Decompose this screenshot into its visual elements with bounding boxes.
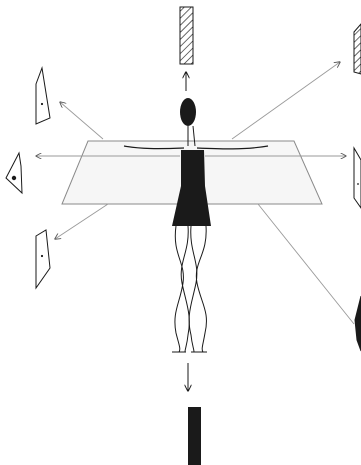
dot-icon [12, 176, 16, 180]
dotted-panel-lower-left [36, 230, 50, 288]
figure-right-leg-inner [189, 226, 197, 352]
edge-panel-right [354, 148, 361, 208]
guide-upper-right [232, 62, 340, 139]
guide-lower-left [55, 204, 108, 239]
dot-icon [357, 183, 359, 185]
dot-icon [41, 103, 43, 105]
hatched-edge-panel-upper-right [354, 24, 361, 74]
triangle-dot-panel-left [6, 153, 22, 193]
figure-left-leg [175, 226, 184, 352]
dot-icon [41, 255, 43, 257]
solid-panel-bottom [188, 407, 201, 465]
hatched-panel-top [180, 7, 193, 64]
guide-upper-left [60, 102, 103, 139]
guide-lower-right [258, 204, 354, 324]
figure-right-leg [196, 226, 206, 352]
figure-head [180, 98, 196, 126]
figure-left-leg-inner [181, 226, 189, 352]
human-figure [124, 98, 268, 352]
dotted-panel-upper-left [36, 68, 50, 124]
solid-edge-panel-lower-right [355, 296, 361, 351]
